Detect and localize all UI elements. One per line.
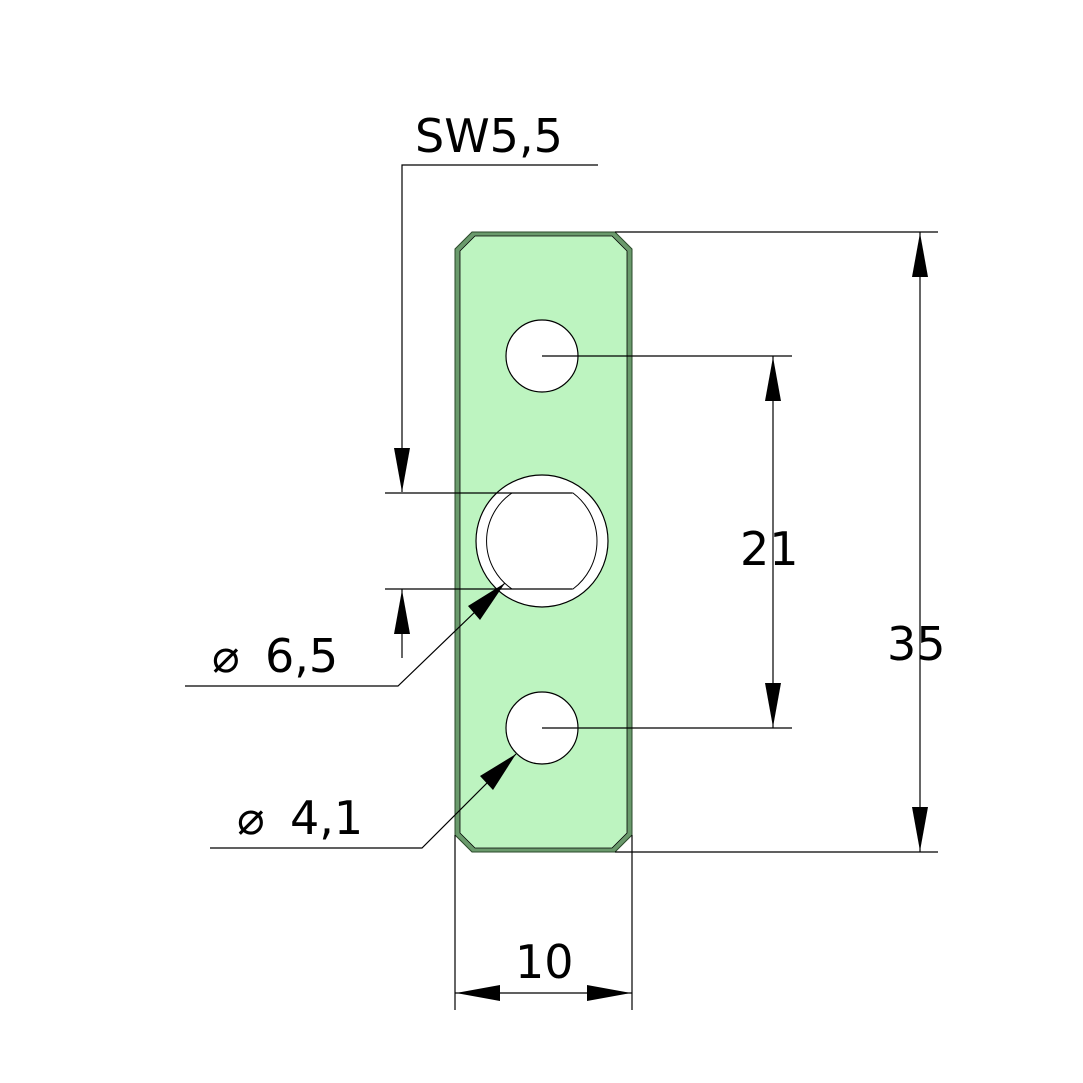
sw-dimension: SW5,5 [385, 109, 598, 658]
diameter-symbol: ⌀ [237, 791, 265, 845]
sw-label: SW5,5 [415, 109, 563, 163]
large-hole-diameter-dimension: ⌀ 6,5 [185, 582, 506, 687]
small-hole-label: 4,1 [290, 791, 363, 845]
small-hole-diameter-dimension: ⌀ 4,1 [210, 753, 517, 849]
large-hole-label: 6,5 [265, 629, 338, 683]
spacing-label: 21 [740, 522, 799, 576]
width-dimension: 10 [454, 835, 633, 1010]
length-label: 35 [887, 617, 946, 671]
hex-hole [475, 474, 609, 608]
diameter-symbol: ⌀ [212, 629, 240, 683]
length-dimension: 35 [615, 231, 946, 853]
hole-spacing-dimension: 21 [542, 355, 799, 729]
width-label: 10 [515, 935, 574, 989]
